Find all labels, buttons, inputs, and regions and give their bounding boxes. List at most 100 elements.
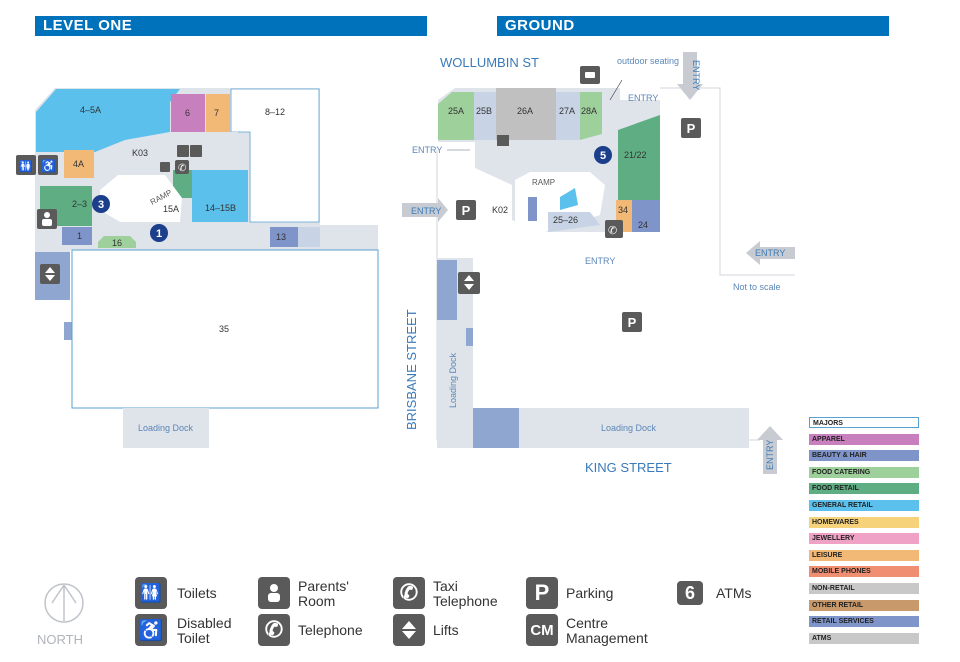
key-toilets-icon: 🚻 — [135, 577, 167, 609]
west-side-unit — [466, 328, 473, 346]
unit-25-26[interactable] — [548, 212, 600, 232]
entry-arrow-west[interactable] — [402, 198, 448, 222]
telephone-icon-glyph: ✆ — [178, 163, 186, 174]
unit-24-label: 24 — [638, 220, 648, 230]
entry-north-label: ENTRY — [628, 93, 658, 103]
entry-arrow-east[interactable] — [746, 241, 795, 265]
key-disabled-toilet-label: Disabled Toilet — [177, 615, 232, 646]
unit-25b-label: 25B — [476, 106, 492, 116]
legend-apparel: APPAREL — [809, 433, 919, 445]
taxi-rank-icon-car — [585, 72, 595, 78]
ground-lifts-up-icon — [464, 275, 474, 281]
unit-1[interactable] — [62, 227, 92, 245]
unit-k02[interactable] — [528, 197, 537, 221]
unit-27a[interactable] — [556, 92, 580, 140]
marker-1[interactable] — [150, 224, 168, 242]
key-toilets-label: Toilets — [177, 585, 217, 601]
level-one-header: LEVEL ONE — [35, 16, 427, 36]
key-atm-icon: 6 — [677, 581, 703, 605]
key-parents-room-label: Parents' Room — [298, 578, 349, 609]
key-parking-label: Parking — [566, 585, 614, 601]
marker-1-label: 1 — [156, 228, 162, 240]
unit-24[interactable] — [632, 200, 660, 232]
key-telephone-icon: ✆ — [258, 614, 290, 646]
marker-3[interactable] — [92, 195, 110, 213]
parking-icon-north-glyph: P — [687, 121, 696, 136]
entry-arrow-north[interactable] — [677, 52, 703, 100]
legend-beauty-hair: BEAUTY & HAIR — [809, 450, 919, 462]
unit-34-label: 34 — [618, 205, 628, 215]
unit-27a-label: 27A — [559, 106, 575, 116]
west-loading-dock-label: Loading Dock — [448, 352, 458, 408]
unit-28a[interactable] — [580, 92, 602, 140]
parking-icon-west — [456, 200, 476, 220]
lifts-down-icon — [45, 275, 55, 281]
unit-35-label: 35 — [219, 324, 229, 334]
key-disabled-toilet-icon: ♿ — [135, 614, 167, 646]
key-lifts-label: Lifts — [433, 622, 459, 638]
unit-4a[interactable] — [64, 150, 94, 178]
unit-16[interactable] — [98, 236, 136, 248]
marker-5-label: 5 — [600, 150, 606, 162]
unit-28a-label: 28A — [581, 106, 597, 116]
key-parents-room-icon — [258, 577, 290, 609]
ground-general-retail[interactable] — [560, 188, 578, 210]
entry-arrow-south[interactable] — [757, 426, 783, 474]
level-one-loading-dock-label: Loading Dock — [138, 423, 194, 433]
legend-mobile-phones: MOBILE PHONES — [809, 566, 919, 578]
telephone-icon — [175, 160, 189, 174]
entry-arrow-north-label: ENTRY — [691, 60, 701, 90]
unit-2-3-label: 2–3 — [72, 199, 87, 209]
legend-leisure: LEISURE — [809, 549, 919, 561]
unit-14-15b[interactable] — [192, 170, 248, 222]
key-telephone-label: Telephone — [298, 622, 363, 638]
level-one-loading-dock — [123, 408, 209, 448]
unit-6[interactable] — [171, 94, 205, 132]
south-loading-dock-label: Loading Dock — [601, 423, 657, 433]
marker-5[interactable] — [594, 146, 612, 164]
unit-16-label: 16 — [112, 238, 122, 248]
unit-25a[interactable] — [438, 92, 474, 140]
entry-arrow-east-label: ENTRY — [755, 248, 785, 258]
unit-25b[interactable] — [474, 92, 496, 140]
lifts-icon — [40, 264, 60, 284]
north-arrow-icon — [44, 583, 84, 623]
ground-map: WOLLUMBIN ST BRISBANE STREET KING STREET… — [402, 52, 795, 475]
unit-8-12-label: 8–12 — [265, 107, 285, 117]
atm-icon-3 — [160, 162, 170, 172]
atm-icon-2 — [190, 145, 202, 157]
legend-general-retail: GENERAL RETAIL — [809, 500, 919, 511]
key-parking-icon: P — [526, 577, 558, 609]
unit-21-22-label: 21/22 — [624, 150, 647, 160]
unit-13-annex — [298, 227, 320, 247]
disabled-toilet-icon-glyph: ♿ — [41, 159, 56, 173]
unit-21-22[interactable] — [618, 115, 660, 200]
carpark-outline-east — [660, 87, 795, 276]
toilets-icon-glyph: 🚻 — [19, 160, 33, 173]
unit-k03-label: K03 — [132, 148, 148, 158]
toilets-icon — [16, 155, 36, 175]
level-one-side-unit — [64, 322, 72, 340]
unit-7-label: 7 — [214, 108, 219, 118]
street-king: KING STREET — [585, 460, 672, 475]
unit-25-26-label: 25–26 — [553, 215, 578, 225]
parking-icon-north — [681, 118, 701, 138]
ground-ramp-label: RAMP — [532, 178, 555, 187]
taxi-telephone-icon-glyph: ✆ — [608, 225, 617, 237]
key-atms-label: ATMs — [716, 585, 752, 601]
unit-k02-label: K02 — [492, 205, 508, 215]
street-brisbane: BRISBANE STREET — [404, 309, 419, 430]
unit-4-5a[interactable] — [36, 89, 180, 152]
entry-arrow-west-label: ENTRY — [411, 206, 441, 216]
unit-35[interactable] — [71, 249, 379, 409]
south-loading-dock-unit — [473, 408, 519, 448]
atm-icon — [177, 145, 189, 157]
level-one-map: 4–5A 6 7 8–12 4A K03 17 2–3 RAMP 15A 14–… — [16, 88, 379, 448]
unit-13[interactable] — [270, 227, 298, 247]
unit-26a[interactable] — [496, 88, 556, 140]
parents-room-icon-head — [44, 212, 50, 218]
not-to-scale-label: Not to scale — [733, 282, 781, 292]
outdoor-seating-label: outdoor seating — [617, 56, 679, 66]
legend-non-retail: NON-RETAIL — [809, 583, 919, 594]
unit-7[interactable] — [206, 94, 230, 132]
